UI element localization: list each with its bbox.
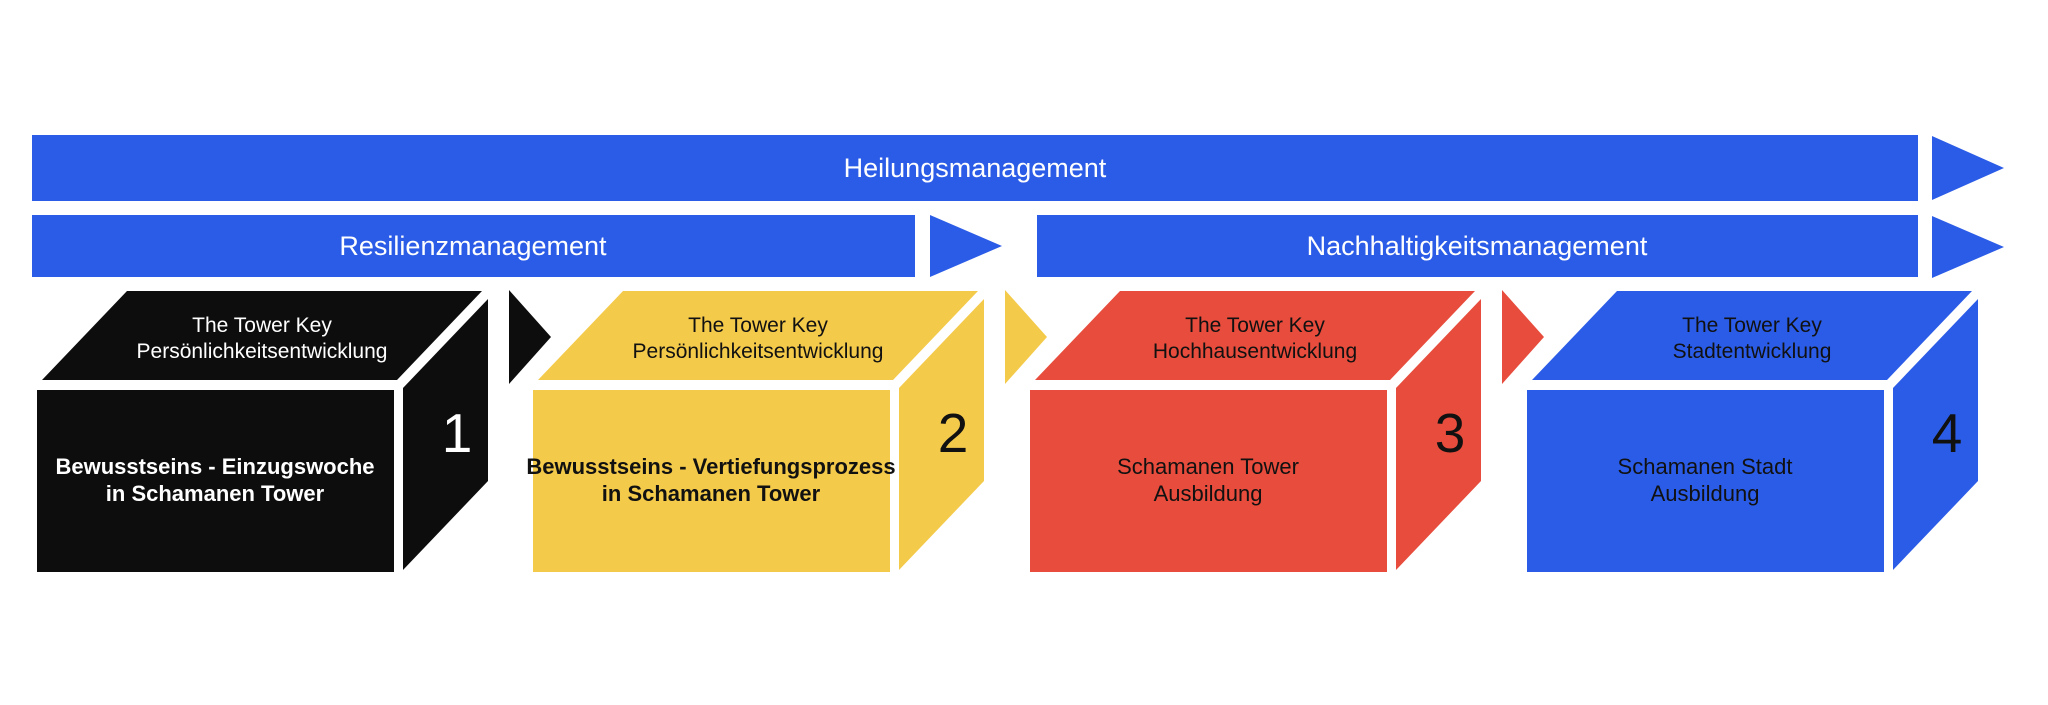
box-2-top-label-line1: The Tower Key [688, 314, 828, 337]
box-3-right-face [1396, 299, 1481, 570]
banner-heilungsmanagement-arrow-icon [1932, 136, 2004, 200]
box-1-front-label-line2: in Schamanen Tower [106, 481, 325, 506]
box-3-front-label-line2: Ausbildung [1154, 481, 1263, 506]
box-2-right-face [899, 299, 984, 570]
box-4-top-face [1532, 291, 1972, 380]
box-2-front-label-line1: Bewusstseins - Vertiefungsprozess [526, 454, 895, 479]
box-3-top-label-line2: Hochhausentwicklung [1153, 340, 1357, 363]
box-2-top-face [538, 291, 978, 380]
banner-nachhaltigkeitsmanagement-label: Nachhaltigkeitsmanagement [1307, 231, 1648, 261]
banner-nachhaltigkeitsmanagement-bar [1037, 215, 1918, 277]
banner-heilungsmanagement-bar [32, 135, 1918, 201]
process-box-2: The Tower Key Persönlichkeitsentwicklung… [526, 290, 1047, 572]
box-4-top-label-line1: The Tower Key [1682, 314, 1822, 337]
box-1-front-face [37, 390, 394, 572]
banner-heilungsmanagement: Heilungsmanagement [32, 135, 2004, 201]
box-1-step-number: 1 [442, 402, 473, 464]
box-2-front-face [533, 390, 890, 572]
banner-resilienzmanagement: Resilienzmanagement [32, 215, 1002, 277]
banner-nachhaltigkeitsmanagement: Nachhaltigkeitsmanagement [1037, 215, 2004, 278]
banner-heilungsmanagement-label: Heilungsmanagement [844, 153, 1107, 183]
box-4-front-face [1527, 390, 1884, 572]
box-3-front-label-line1: Schamanen Tower [1117, 454, 1299, 479]
process-box-1: The Tower Key Persönlichkeitsentwicklung… [37, 290, 551, 572]
box-2-step-number: 2 [938, 402, 969, 464]
box-4-right-face [1893, 299, 1978, 570]
box-4-top-label-line2: Stadtentwicklung [1673, 340, 1832, 363]
box-2-arrow-icon [1005, 290, 1047, 384]
box-3-step-number: 3 [1435, 402, 1466, 464]
box-3-front-face [1030, 390, 1387, 572]
banner-nachhaltigkeitsmanagement-arrow-icon [1932, 216, 2004, 278]
box-1-top-label-line2: Persönlichkeitsentwicklung [137, 340, 388, 363]
box-4-front-label-line2: Ausbildung [1651, 481, 1760, 506]
box-1-top-label-line1: The Tower Key [192, 314, 332, 337]
box-3-top-face [1035, 291, 1475, 380]
banner-resilienzmanagement-label: Resilienzmanagement [339, 231, 607, 261]
box-4-step-number: 4 [1932, 402, 1963, 464]
box-1-front-label-line1: Bewusstseins - Einzugswoche [55, 454, 374, 479]
box-3-arrow-icon [1502, 290, 1544, 384]
box-4-front-label-line1: Schamanen Stadt [1618, 454, 1793, 479]
box-1-arrow-icon [509, 290, 551, 384]
process-box-4: The Tower Key Stadtentwicklung Schamanen… [1527, 291, 1978, 572]
banner-resilienzmanagement-arrow-icon [930, 215, 1002, 277]
box-3-top-label-line1: The Tower Key [1185, 314, 1325, 337]
box-2-front-label-line2: in Schamanen Tower [602, 481, 821, 506]
box-1-top-face [42, 291, 482, 380]
box-2-top-label-line2: Persönlichkeitsentwicklung [633, 340, 884, 363]
banner-resilienzmanagement-bar [32, 215, 915, 277]
process-box-3: The Tower Key Hochhausentwicklung Schama… [1030, 290, 1544, 572]
box-1-right-face [403, 299, 488, 570]
